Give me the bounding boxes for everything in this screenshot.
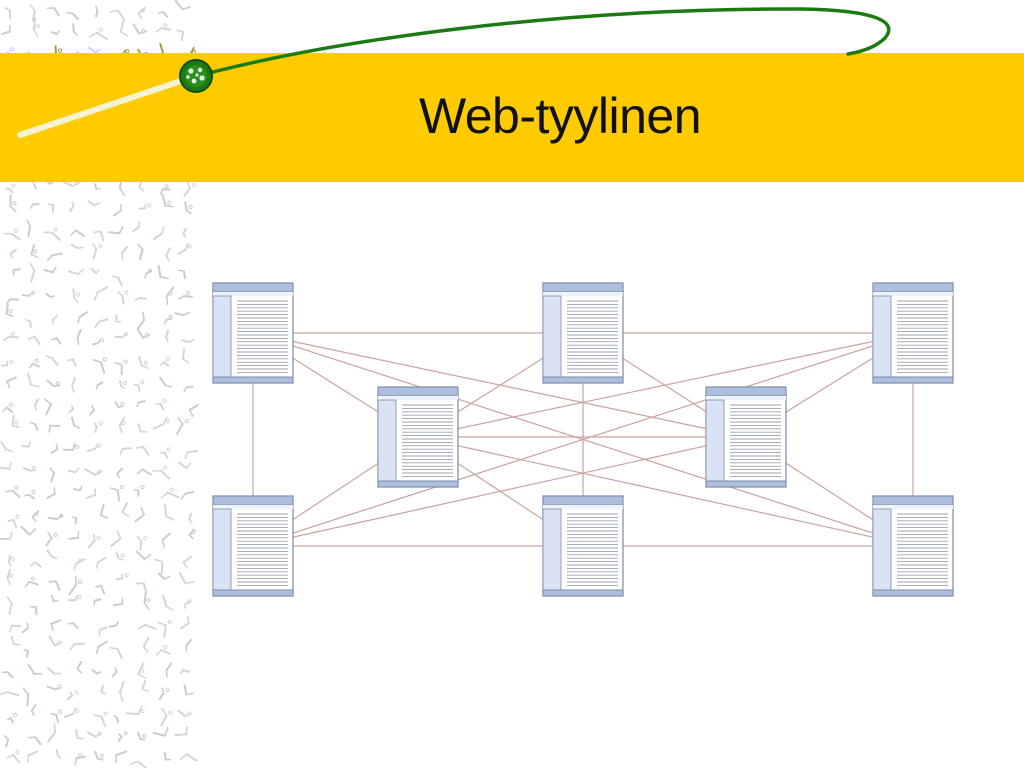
page-2-icon [542, 282, 624, 384]
page-7-icon [542, 495, 624, 597]
page-6-icon [212, 495, 294, 597]
slide-title: Web-tyylinen [418, 88, 702, 144]
page-8-icon [872, 495, 954, 597]
diagram-nodes [212, 282, 954, 597]
page-3-icon [872, 282, 954, 384]
page-4-icon [377, 386, 459, 488]
edge-p4-p8 [417, 436, 914, 547]
edge-p3-p4 [417, 332, 914, 438]
page-1-icon [212, 282, 294, 384]
edge-p1-p5 [252, 332, 747, 438]
edge-p5-p6 [252, 436, 747, 547]
page-5-icon [705, 386, 787, 488]
